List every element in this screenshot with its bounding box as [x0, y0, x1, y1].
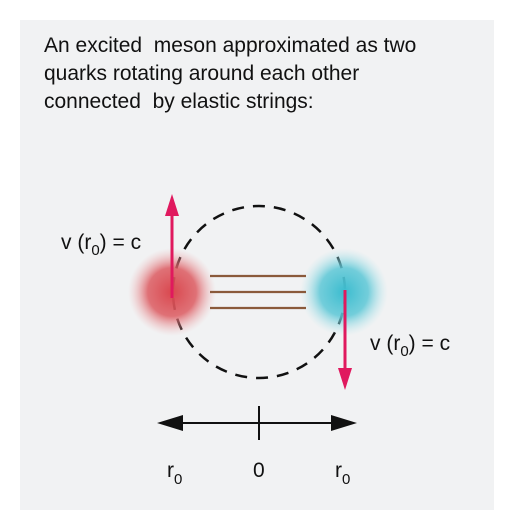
axis-label-left: r0 — [167, 459, 182, 488]
velocity-label-right: v (r0) = c — [370, 332, 450, 360]
position-axis — [157, 406, 357, 440]
axis-label-center: 0 — [253, 459, 265, 482]
velocity-label-left: v (r0) = c — [61, 231, 141, 259]
elastic-strings — [210, 276, 306, 308]
axis-label-right: r0 — [335, 459, 350, 488]
